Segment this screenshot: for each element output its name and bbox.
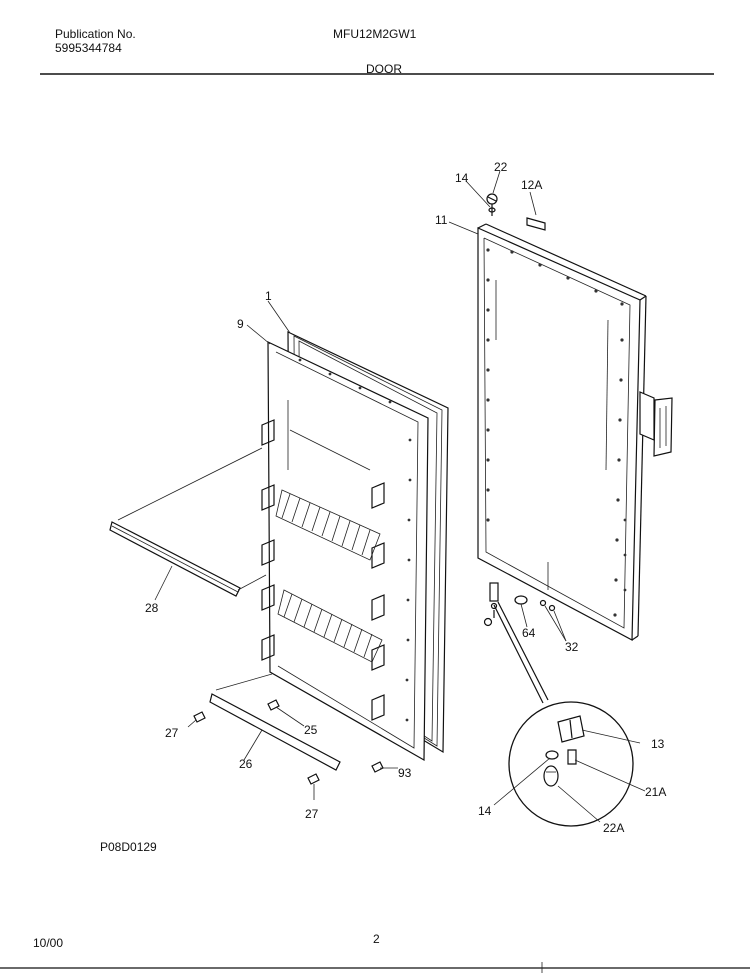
- callout-27-left: 27: [165, 726, 179, 740]
- outer-door-panel: [477, 223, 647, 641]
- diagram-code: P08D0129: [100, 840, 157, 854]
- publication-label: Publication No.: [55, 27, 136, 41]
- callout-13: 13: [651, 737, 665, 751]
- hinge-detail-circle: [508, 701, 634, 827]
- revision-date: 10/00: [33, 936, 64, 950]
- callout-9: 9: [237, 317, 244, 331]
- page-number: 2: [373, 932, 380, 946]
- callout-25: 25: [304, 723, 318, 737]
- door-handle: [639, 391, 673, 457]
- callout-64: 64: [522, 626, 536, 640]
- callout-12a: 12A: [521, 178, 542, 192]
- model-number: MFU12M2GW1: [333, 27, 417, 41]
- callout-27-bottom: 27: [305, 807, 319, 821]
- detail-leader-a: [493, 604, 544, 704]
- top-hinge-screw: [486, 193, 498, 216]
- callout-22: 22: [494, 160, 508, 174]
- plug-12a: [526, 217, 546, 231]
- callout-14-top: 14: [455, 171, 469, 185]
- callout-28: 28: [145, 601, 159, 615]
- publication-number: 5995344784: [55, 41, 122, 55]
- inner-door-liner: [261, 341, 429, 762]
- callout-93: 93: [398, 766, 412, 780]
- callout-22a: 22A: [603, 821, 624, 835]
- leader-lines: [154, 170, 646, 823]
- callout-21a: 21A: [645, 785, 666, 799]
- detail-leader-b: [497, 601, 549, 701]
- callout-1: 1: [265, 289, 272, 303]
- callout-26: 26: [239, 757, 253, 771]
- callout-11: 11: [435, 213, 448, 227]
- callout-14-detail: 14: [478, 804, 492, 818]
- shelf-front-28: [109, 447, 267, 597]
- shelf-front-26: [209, 673, 341, 771]
- section-title: DOOR: [366, 62, 402, 76]
- callout-32: 32: [565, 640, 579, 654]
